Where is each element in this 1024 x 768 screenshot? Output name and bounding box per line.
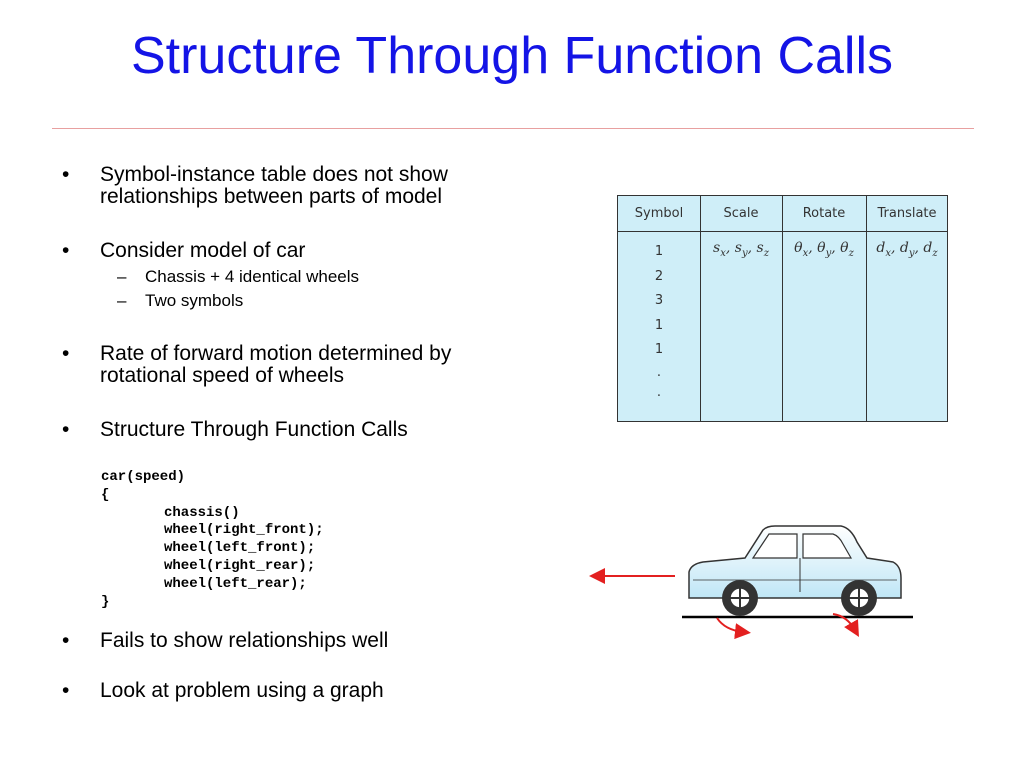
bullet-glyph: • <box>62 629 70 652</box>
front-wheel-icon <box>722 580 758 616</box>
bullet-text-line: Symbol-instance table does not show <box>100 163 448 186</box>
code-line: wheel(left_rear); <box>164 575 307 592</box>
rotate-cell: θx, θy, θz <box>794 240 854 259</box>
scale-cell: sx, sy, sz <box>713 240 769 259</box>
bullet-text-line: Fails to show relationships well <box>100 629 389 652</box>
column-divider <box>700 196 701 421</box>
rotation-arrow-icon <box>832 613 859 637</box>
symbol-cell: . <box>656 384 662 400</box>
bullet-text-line: relationships between parts of model <box>100 185 443 208</box>
header-translate: Translate <box>877 206 937 221</box>
code-line: { <box>101 486 110 503</box>
code-line: } <box>101 593 110 610</box>
rotation-arrow-icon <box>716 617 751 640</box>
symbol-cell: 1 <box>654 342 664 357</box>
sub-bullet-glyph: – <box>117 291 127 310</box>
title-divider <box>52 128 974 129</box>
code-line: wheel(left_front); <box>164 540 316 557</box>
sub-bullet-text: Chassis + 4 identical wheels <box>145 267 360 286</box>
bullet-glyph: • <box>62 342 70 365</box>
bullet-text-line: Look at problem using a graph <box>100 679 384 702</box>
bullet-glyph: • <box>62 679 70 702</box>
header-symbol: Symbol <box>634 206 684 221</box>
code-line: wheel(right_rear); <box>164 557 316 574</box>
code-line: wheel(right_front); <box>164 522 324 539</box>
symbol-cell: 1 <box>654 244 664 259</box>
bullet-text-line: Consider model of car <box>100 239 306 262</box>
code-block: car(speed) { chassis() wheel(right_front… <box>101 469 324 611</box>
symbol-cell: 2 <box>654 268 664 284</box>
sub-bullet-text: Two symbols <box>145 291 244 310</box>
header-rotate: Rotate <box>802 206 846 221</box>
symbol-cell: 3 <box>654 293 664 308</box>
column-divider <box>866 196 867 421</box>
bullet-text-line: rotational speed of wheels <box>100 364 344 387</box>
bullet-glyph: • <box>62 239 70 262</box>
bullet-glyph: • <box>62 418 70 441</box>
bullet-text-line: Structure Through Function Calls <box>100 418 408 441</box>
bullet-glyph: • <box>62 163 70 186</box>
car-window-front-icon <box>751 533 798 559</box>
symbol-instance-table: Symbol Scale Rotate Translate 1 2 3 1 1 … <box>617 195 948 422</box>
column-divider <box>782 196 783 421</box>
sub-bullet-glyph: – <box>117 267 127 286</box>
car-illustration <box>589 525 913 640</box>
symbol-column: 1 2 3 1 1 . . <box>618 240 700 403</box>
rear-wheel-icon <box>841 580 877 616</box>
code-line: chassis() <box>164 504 240 521</box>
slide-title: Structure Through Function Calls <box>130 27 894 85</box>
bullet-text-line: Rate of forward motion determined by <box>100 342 452 365</box>
code-line: car(speed) <box>101 469 186 485</box>
symbol-cell: . <box>656 364 662 380</box>
header-scale: Scale <box>723 206 759 221</box>
car-window-rear-icon <box>802 533 853 559</box>
translate-cell: dx, dy, dz <box>876 240 938 259</box>
symbol-cell: 1 <box>654 317 664 333</box>
